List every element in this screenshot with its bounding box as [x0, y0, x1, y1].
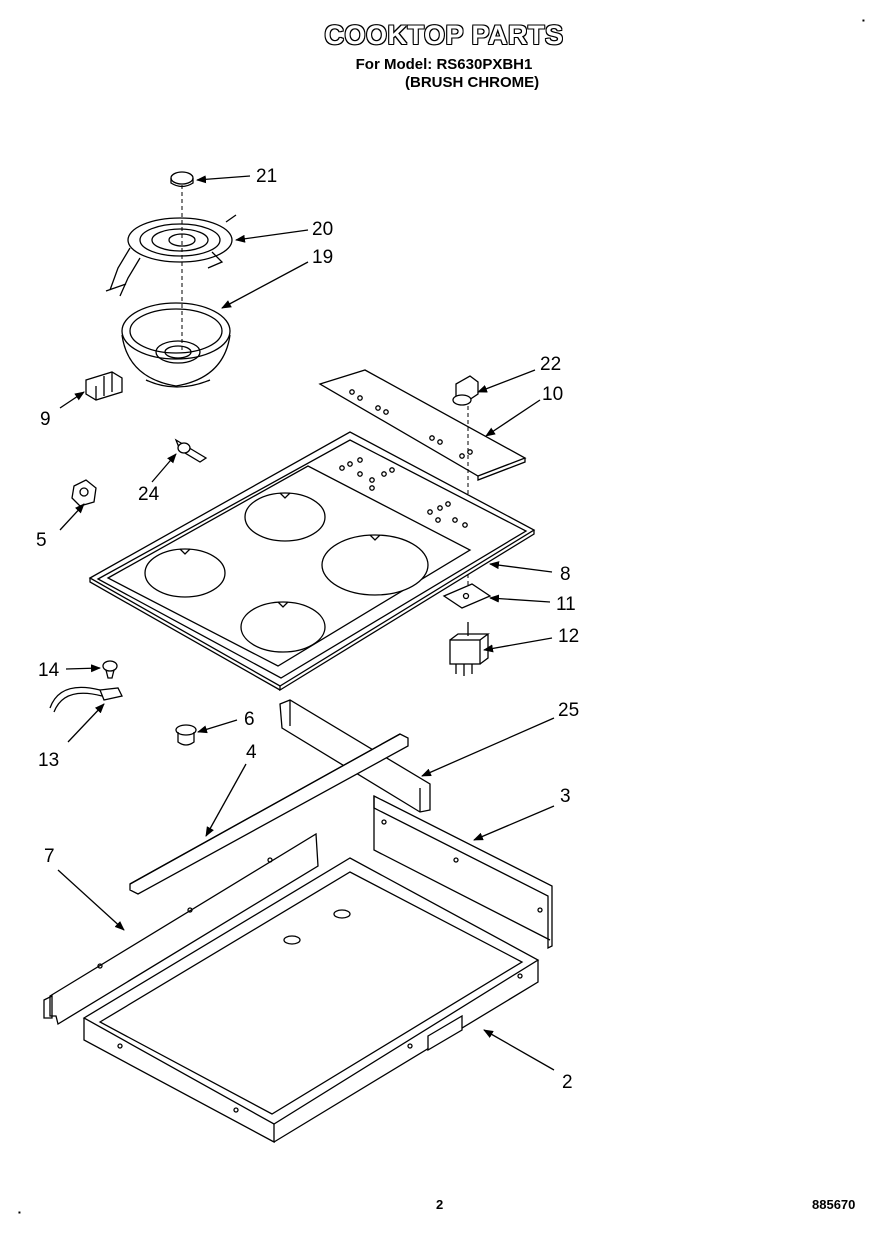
part-4-front-rail — [129, 733, 409, 895]
callout-12: 12 — [558, 626, 579, 647]
callout-7: 7 — [44, 846, 55, 867]
part-8-cooktop-top — [88, 431, 536, 692]
callout-22: 22 — [540, 354, 561, 375]
callout-13: 13 — [38, 750, 59, 771]
part-6-grommet — [175, 724, 197, 746]
part-24-clip — [174, 438, 208, 463]
part-19-drip-bowl — [121, 302, 231, 388]
page-title: COOKTOP PARTS — [324, 20, 564, 50]
part-5-bracket — [71, 479, 97, 507]
callout-8: 8 — [560, 564, 571, 585]
part-14-cap — [102, 660, 118, 679]
callout-24: 24 — [138, 484, 160, 505]
part-12-infinite-switch — [449, 622, 490, 676]
callout-10: 10 — [542, 384, 563, 405]
callout-11: 11 — [556, 594, 576, 615]
registration-mark: ▪ — [18, 1208, 21, 1217]
part-13-wire-harness — [49, 686, 123, 713]
part-2-base-pan — [82, 857, 540, 1144]
callout-14: 14 — [38, 660, 60, 681]
part-20-surface-element — [105, 214, 237, 297]
callout-20: 20 — [312, 219, 333, 240]
callout-4: 4 — [246, 742, 257, 763]
callout-3: 3 — [560, 786, 571, 807]
part-9-terminal-block — [85, 371, 123, 401]
part-3-side-panel — [373, 794, 553, 950]
callout-21: 21 — [256, 166, 277, 187]
part-22-control-knob — [452, 375, 479, 406]
part-11-mounting-plate — [442, 583, 492, 609]
callout-5: 5 — [36, 530, 47, 551]
registration-mark: ▪ — [862, 16, 865, 25]
part-7-side-panel — [43, 832, 319, 1026]
callout-9: 9 — [40, 409, 51, 430]
callout-6: 6 — [244, 709, 255, 730]
part-25-rear-channel — [279, 699, 431, 813]
callout-2: 2 — [562, 1072, 573, 1093]
page-number: 2 — [436, 1197, 444, 1212]
leader-lines — [57, 175, 555, 1071]
document-number: 885670 — [812, 1197, 856, 1212]
finish-label: (BRUSH CHROME) — [405, 74, 540, 91]
callout-25: 25 — [558, 700, 579, 721]
callout-19: 19 — [312, 247, 333, 268]
part-21-center-cap — [170, 171, 194, 188]
model-line: For Model: RS630PXBH1 — [355, 56, 533, 73]
